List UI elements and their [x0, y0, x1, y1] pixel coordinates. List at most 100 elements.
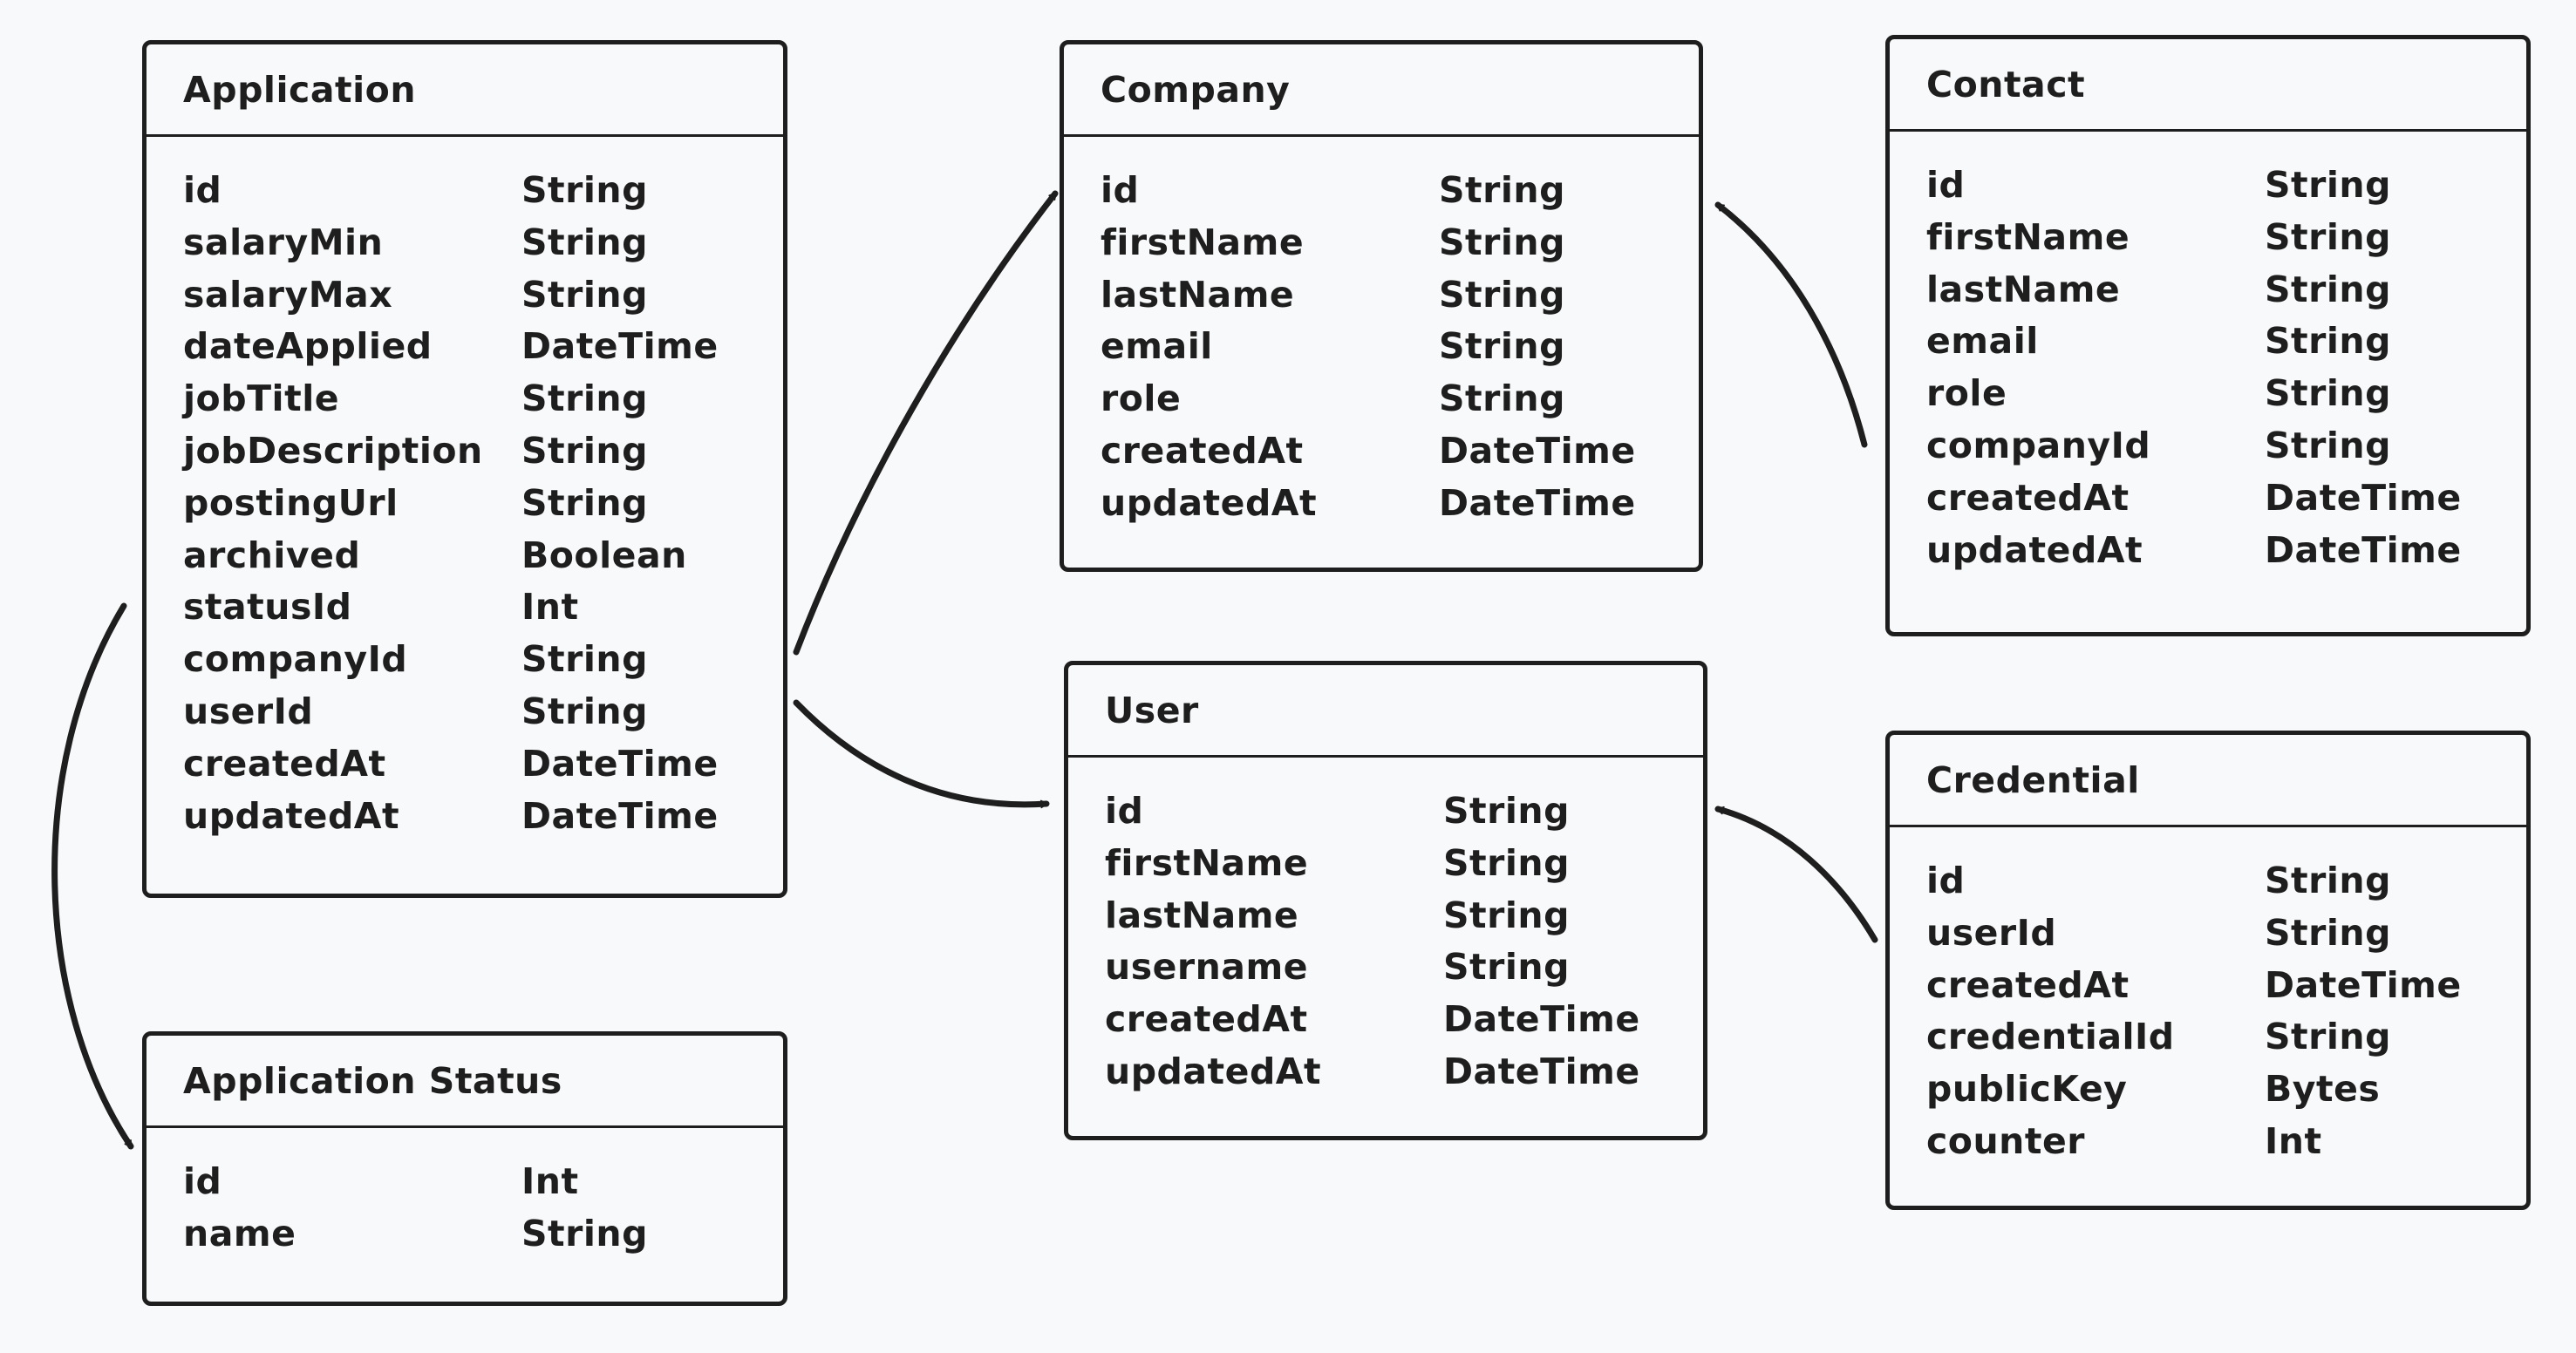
field-type: DateTime — [1439, 429, 1636, 472]
field-name: createdAt — [183, 742, 386, 785]
field-type: String — [521, 377, 648, 420]
field-name: credentialId — [1926, 1016, 2175, 1058]
field-type: String — [2265, 215, 2391, 258]
field-type: String — [1443, 790, 1570, 832]
field-name: role — [1926, 372, 2007, 415]
field-type: String — [521, 690, 648, 732]
field-type: Bytes — [2265, 1068, 2381, 1111]
field-name: salaryMin — [183, 221, 384, 263]
field-name: createdAt — [1105, 998, 1308, 1041]
field-type: String — [2265, 911, 2391, 954]
entity-header: Application Status — [147, 1036, 783, 1128]
field-type: String — [521, 221, 648, 263]
field-name: id — [183, 169, 222, 211]
entity-header: Company — [1064, 44, 1699, 137]
field-type: String — [521, 1212, 648, 1254]
field-name: counter — [1926, 1119, 2085, 1162]
field-type: DateTime — [521, 794, 719, 837]
field-name: userId — [183, 690, 314, 732]
field-name: postingUrl — [183, 481, 399, 524]
field-name: firstName — [1105, 841, 1309, 884]
entity-title: Company — [1101, 68, 1291, 111]
field-type: DateTime — [521, 325, 719, 368]
entity-header: User — [1068, 665, 1703, 758]
field-type: String — [521, 638, 648, 681]
field-name: id — [1105, 790, 1144, 832]
arrow-application-to-user — [793, 699, 1050, 809]
field-name: email — [1101, 325, 1213, 368]
field-name: userId — [1926, 911, 2057, 954]
field-type: String — [1439, 169, 1565, 211]
entity-title: Contact — [1926, 63, 2086, 105]
field-type: String — [2265, 164, 2391, 206]
field-name: statusId — [183, 586, 352, 629]
field-type: DateTime — [2265, 528, 2462, 571]
arrow-application-to-company — [793, 190, 1059, 656]
field-type: DateTime — [2265, 476, 2462, 519]
field-name: createdAt — [1926, 476, 2130, 519]
field-name: createdAt — [1926, 963, 2130, 1006]
field-name: role — [1101, 377, 1182, 420]
field-name: updatedAt — [1926, 528, 2143, 571]
field-name: jobTitle — [183, 377, 340, 420]
field-type: String — [2265, 372, 2391, 415]
field-name: companyId — [183, 638, 408, 681]
entity-header: Credential — [1890, 735, 2526, 827]
field-type: String — [2265, 268, 2391, 310]
field-type: String — [2265, 860, 2391, 901]
field-type: String — [2265, 1016, 2391, 1058]
field-name: firstName — [1926, 215, 2130, 258]
field-type: String — [1439, 221, 1565, 263]
field-type: String — [521, 273, 648, 316]
field-name: lastName — [1101, 273, 1295, 316]
field-type: DateTime — [1443, 1050, 1640, 1092]
field-name: email — [1926, 320, 2039, 363]
arrow-credential-to-user — [1714, 806, 1878, 943]
field-name: archived — [183, 534, 361, 576]
field-type: Int — [521, 1160, 579, 1202]
field-name: dateApplied — [183, 325, 433, 368]
field-type: DateTime — [1443, 998, 1640, 1041]
entity-title: Credential — [1926, 758, 2140, 801]
field-type: Boolean — [521, 534, 687, 576]
field-type: String — [2265, 320, 2391, 363]
field-name: id — [1926, 860, 1966, 901]
field-type: DateTime — [521, 742, 719, 785]
field-name: id — [1926, 164, 1966, 206]
field-name: jobDescription — [183, 429, 483, 472]
field-type: DateTime — [1439, 481, 1636, 524]
field-type: Int — [2265, 1119, 2322, 1162]
field-type: Int — [521, 586, 579, 629]
field-type: String — [1439, 273, 1565, 316]
field-name: lastName — [1926, 268, 2121, 310]
field-name: id — [1101, 169, 1140, 211]
field-type: String — [1443, 894, 1570, 936]
arrow-application-to-application-status — [51, 602, 134, 1150]
entity-header: Application — [147, 44, 783, 137]
field-name: lastName — [1105, 894, 1299, 936]
field-type: String — [1443, 946, 1570, 989]
field-name: companyId — [1926, 424, 2151, 466]
entity-title: Application Status — [183, 1059, 562, 1102]
arrow-contact-to-company — [1714, 201, 1868, 448]
field-type: DateTime — [2265, 963, 2462, 1006]
field-name: username — [1105, 946, 1309, 989]
field-type: String — [521, 429, 648, 472]
field-name: firstName — [1101, 221, 1305, 263]
field-type: String — [2265, 424, 2391, 466]
field-name: createdAt — [1101, 429, 1304, 472]
field-type: String — [1443, 841, 1570, 884]
field-type: String — [1439, 325, 1565, 368]
field-type: String — [521, 481, 648, 524]
field-name: updatedAt — [1105, 1050, 1322, 1092]
field-name: publicKey — [1926, 1068, 2128, 1111]
entity-title: User — [1105, 689, 1199, 731]
entity-header: Contact — [1890, 39, 2526, 132]
